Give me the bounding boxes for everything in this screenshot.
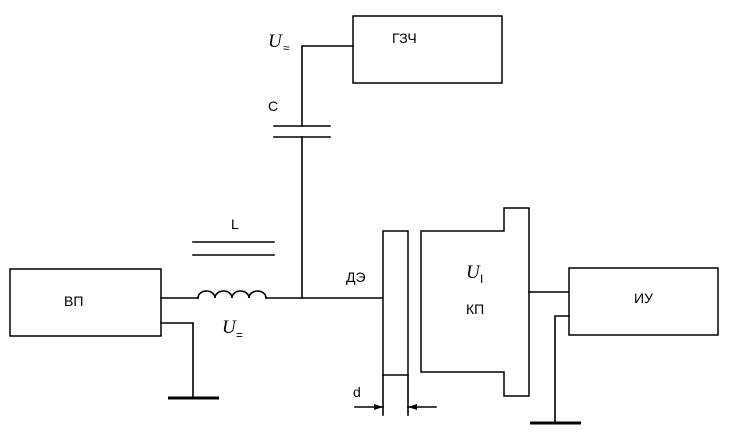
- probe-voltage-subscript: I: [480, 272, 483, 286]
- gap-arrow-left-head: [374, 404, 383, 410]
- ac-voltage-subscript: ≈: [283, 41, 290, 55]
- generator-block: [352, 15, 503, 84]
- dc-voltage-subscript: =: [236, 328, 243, 342]
- capacitor-label: C: [268, 98, 278, 114]
- meter-label: ИУ: [634, 290, 653, 306]
- power-ground-wire: [160, 322, 194, 399]
- electrode-plate: [382, 230, 409, 376]
- power-source-block: [9, 268, 162, 337]
- electrode-label: ДЭ: [346, 269, 366, 285]
- generator-wire: [301, 45, 354, 127]
- ac-voltage-symbol: U: [268, 31, 283, 52]
- probe-label: КП: [466, 301, 484, 317]
- gap-dimension: d: [353, 374, 437, 416]
- meter-block: [568, 267, 719, 336]
- dc-voltage-symbol: U: [222, 317, 237, 338]
- dc-voltage-label: U =: [222, 317, 243, 342]
- generator-label: ГЗЧ: [392, 30, 417, 46]
- probe-voltage-label: U I: [466, 262, 483, 286]
- inductor-label: L: [231, 216, 239, 232]
- gap-label: d: [353, 384, 361, 400]
- ac-voltage-label: U ≈: [268, 31, 290, 55]
- power-source-label: ВП: [64, 293, 83, 309]
- inductor-coil: [197, 290, 267, 299]
- meter-ground-wire: [554, 315, 570, 424]
- gap-arrow-right-head: [408, 404, 417, 410]
- probe-block: [420, 207, 530, 397]
- probe-voltage-symbol: U: [466, 262, 481, 283]
